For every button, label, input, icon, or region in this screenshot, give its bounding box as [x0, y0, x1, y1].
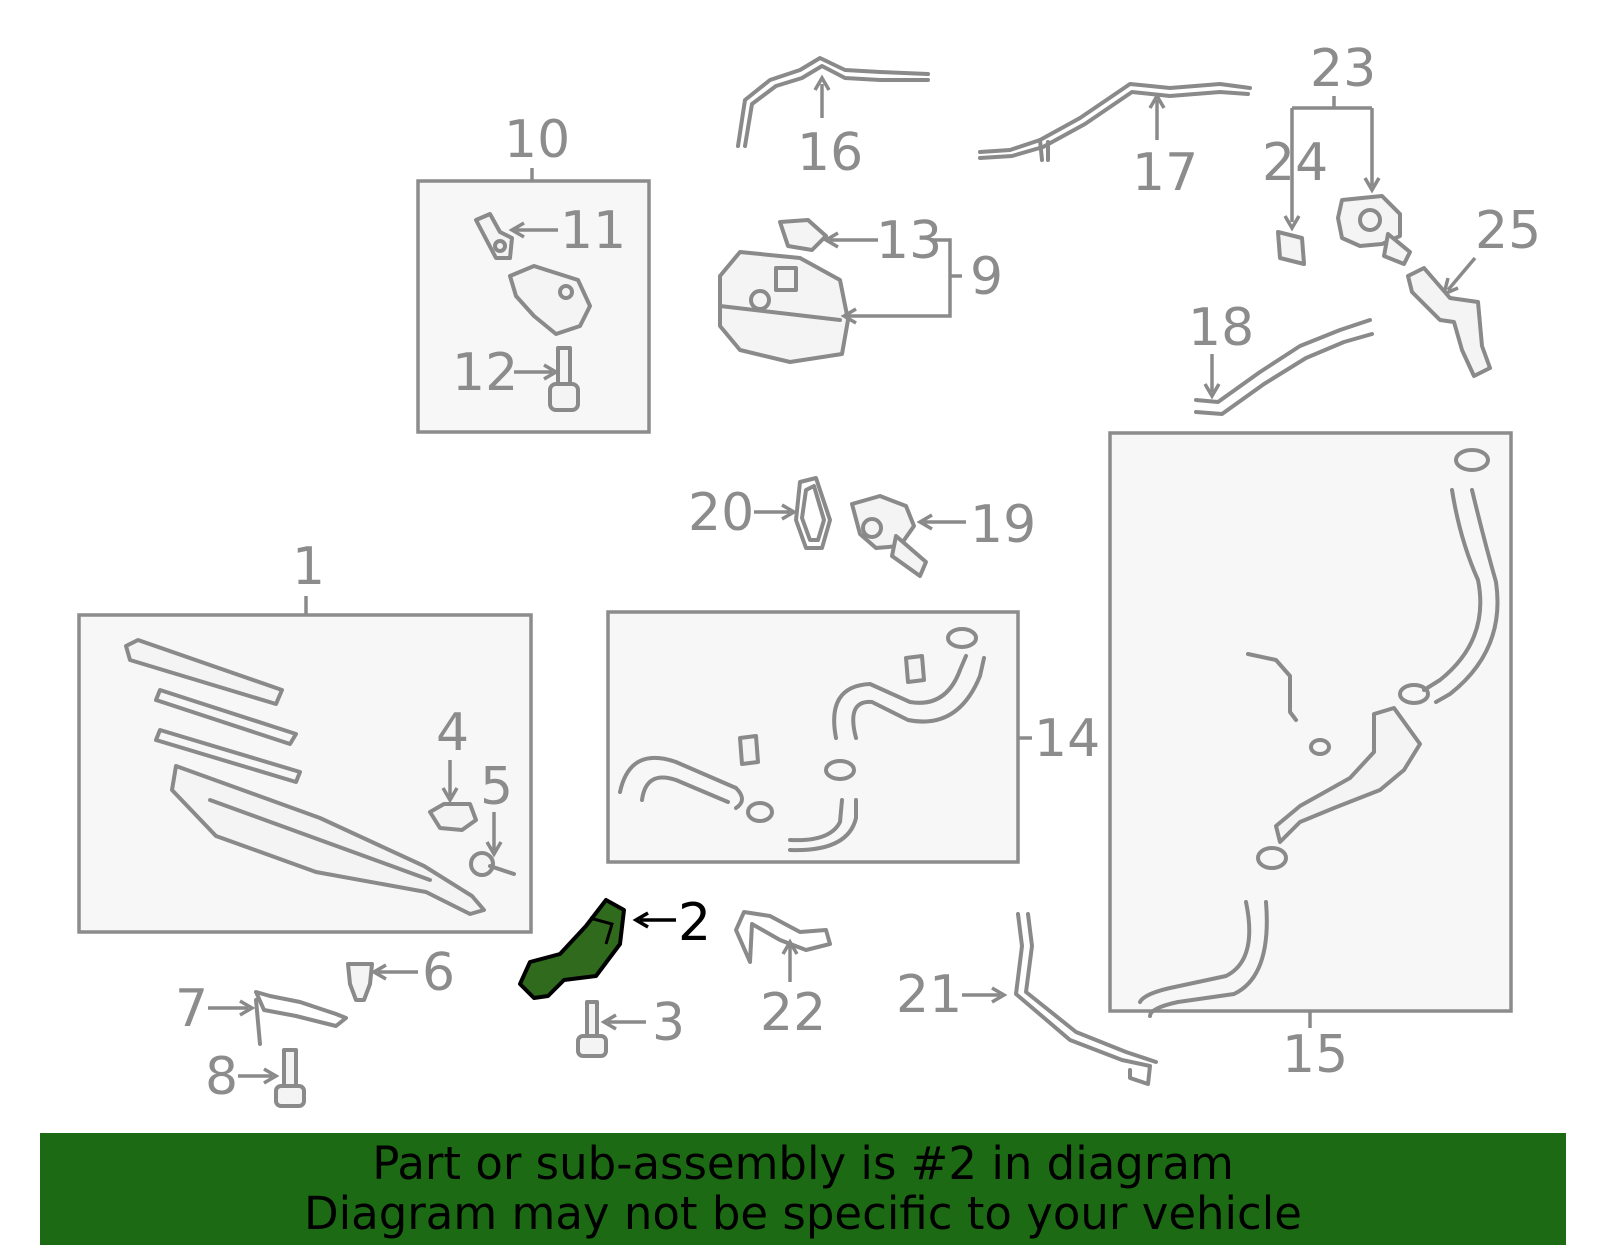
callout-24: 24 [1262, 133, 1328, 193]
part-14-hoses[interactable] [618, 627, 986, 853]
part-8-bolt[interactable] [274, 1048, 306, 1108]
part-3-bolt[interactable] [576, 1000, 608, 1058]
callout-25: 25 [1475, 201, 1541, 261]
callout-2: 2 [678, 893, 711, 953]
part-18-hose[interactable] [1194, 318, 1374, 416]
part-20-gasket[interactable] [794, 476, 832, 550]
callout-4: 4 [436, 703, 469, 763]
part-10-mount[interactable] [508, 264, 592, 336]
callout-17: 17 [1132, 143, 1198, 203]
banner-line-2: Diagram may not be specific to your vehi… [304, 1187, 1302, 1240]
part-5-plug[interactable] [469, 851, 516, 877]
part-25-pipe[interactable] [1406, 266, 1492, 378]
callout-6: 6 [422, 943, 455, 1003]
callout-21: 21 [896, 965, 962, 1025]
callout-20: 20 [688, 483, 754, 543]
part-12-bolt[interactable] [548, 346, 580, 412]
callout-7: 7 [175, 979, 208, 1039]
part-2-bracket-highlighted[interactable] [518, 898, 626, 1000]
group-box-15 [1108, 431, 1513, 1013]
part-4-sensor[interactable] [428, 802, 478, 832]
callout-3: 3 [652, 993, 685, 1053]
callout-1: 1 [292, 537, 325, 597]
callout-8: 8 [205, 1047, 238, 1107]
callout-19: 19 [970, 495, 1036, 555]
callout-23: 23 [1310, 39, 1376, 99]
part-6-clip[interactable] [346, 962, 374, 1002]
callout-5: 5 [480, 757, 513, 817]
callout-11: 11 [560, 201, 626, 261]
part-21-tube[interactable] [1014, 912, 1158, 1086]
callout-15: 15 [1282, 1025, 1348, 1085]
part-24-gasket[interactable] [1276, 230, 1306, 266]
part-19-outlet[interactable] [850, 494, 928, 578]
part-13-cap[interactable] [778, 218, 828, 252]
callout-10: 10 [504, 110, 570, 170]
part-22-tube[interactable] [734, 910, 832, 964]
part-9-reservoir[interactable] [718, 250, 850, 364]
callout-16: 16 [797, 123, 863, 183]
callout-14: 14 [1034, 709, 1100, 769]
part-23-housing[interactable] [1336, 194, 1412, 266]
banner-line-1: Part or sub-assembly is #2 in diagram [372, 1137, 1234, 1190]
part-15-hoses[interactable] [1138, 448, 1500, 1018]
part-7-bracket[interactable] [254, 990, 348, 1046]
callout-18: 18 [1188, 298, 1254, 358]
callout-12: 12 [452, 343, 518, 403]
part-17-tube[interactable] [978, 82, 1252, 162]
callout-9: 9 [970, 247, 1003, 307]
part-11-bracket[interactable] [474, 212, 514, 260]
callout-22: 22 [760, 983, 826, 1043]
part-1-radiator[interactable] [124, 638, 486, 916]
group-box-14 [606, 610, 1020, 864]
part-16-tube[interactable] [736, 56, 930, 148]
notice-banner: Part or sub-assembly is #2 in diagram Di… [40, 1133, 1566, 1245]
